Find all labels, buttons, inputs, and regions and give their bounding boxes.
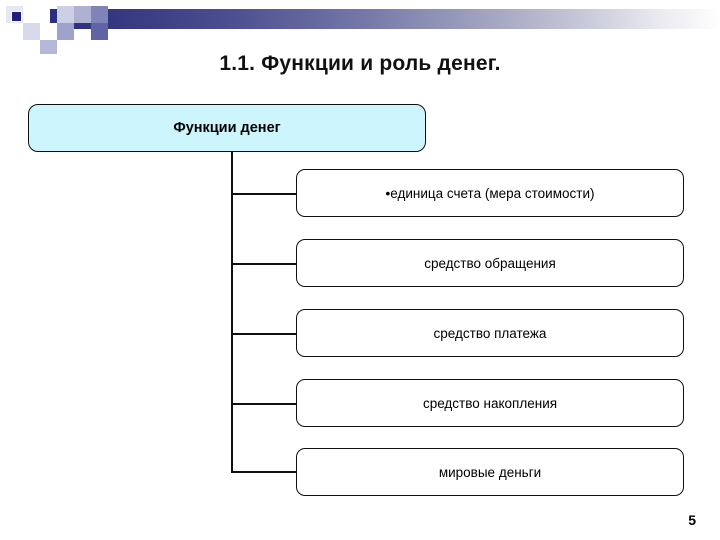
diagram-node-label: средство платежа xyxy=(433,325,547,341)
connector-branch-4 xyxy=(231,403,297,406)
diagram-node-medium-of-exchange[interactable]: средство обращения xyxy=(296,239,684,287)
connector-branch-3 xyxy=(231,333,297,336)
diagram-node-unit-of-account[interactable]: •единица счета (мера стоимости) xyxy=(296,169,684,217)
page-title: 1.1. Функции и роль денег. xyxy=(219,52,501,75)
diagram-node-label: •единица счета (мера стоимости) xyxy=(385,185,595,201)
header-gradient-band xyxy=(50,9,720,29)
deco-square-7 xyxy=(57,6,74,23)
diagram-root-label: Функции денег xyxy=(173,120,281,136)
deco-square-2 xyxy=(23,6,40,23)
diagram-node-world-money[interactable]: мировые деньги xyxy=(296,448,684,496)
deco-marker-icon xyxy=(11,11,22,22)
page-number: 5 xyxy=(688,512,696,528)
deco-square-3 xyxy=(6,23,23,40)
connector-trunk xyxy=(231,152,234,473)
deco-square-8 xyxy=(74,6,91,23)
deco-square-4 xyxy=(23,23,40,40)
diagram-node-means-of-payment[interactable]: средство платежа xyxy=(296,309,684,357)
deco-square-10 xyxy=(40,40,57,54)
connector-branch-2 xyxy=(231,263,297,266)
deco-square-9 xyxy=(91,6,108,23)
connector-branch-1 xyxy=(231,193,297,196)
header-decoration xyxy=(0,0,720,54)
deco-square-11 xyxy=(91,23,108,40)
diagram-node-store-of-value[interactable]: средство накопления xyxy=(296,379,684,427)
diagram-node-label: средство обращения xyxy=(424,255,556,271)
connector-branch-5 xyxy=(231,471,297,474)
diagram-node-label: мировые деньги xyxy=(438,464,542,480)
diagram-root-node[interactable]: Функции денег xyxy=(28,104,426,152)
deco-square-6 xyxy=(57,23,74,40)
diagram-node-label: средство накопления xyxy=(422,395,558,411)
deco-square-5 xyxy=(40,23,57,40)
